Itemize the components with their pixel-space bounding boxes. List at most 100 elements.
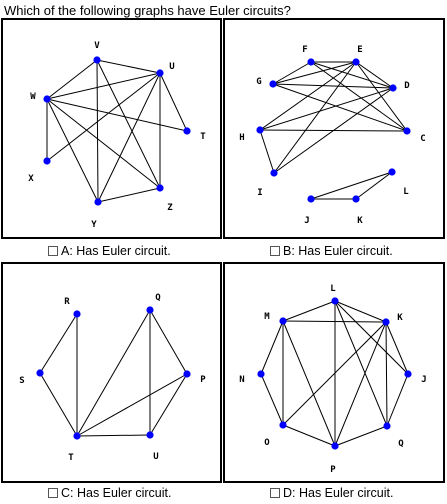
option-a-checkbox[interactable]: [48, 246, 58, 256]
vertex-R: [73, 310, 81, 318]
vertex-F: [307, 58, 315, 66]
vertex-label-H: H: [239, 133, 244, 143]
vertex-X: [43, 157, 51, 165]
vertex-label-P: P: [330, 465, 336, 475]
edge-U-W: [46, 72, 161, 100]
edge-E-D: [355, 61, 394, 89]
edge-M-K: [282, 320, 387, 323]
vertex-J: [307, 195, 315, 203]
vertex-P: [183, 370, 191, 378]
edge-K-Q: [385, 321, 388, 427]
vertex-U: [146, 431, 154, 439]
vertex-label-U: U: [153, 452, 158, 462]
edge-P-Q: [334, 425, 388, 447]
vertex-label-D: D: [404, 81, 410, 91]
edge-U-Y: [97, 72, 161, 203]
vertex-label-G: G: [256, 77, 261, 87]
option-b-checkbox[interactable]: [270, 246, 280, 256]
edge-F-G: [272, 61, 312, 85]
edge-U-T: [159, 72, 188, 132]
edge-U-P: [149, 373, 188, 436]
edge-Y-Z: [97, 187, 161, 203]
edge-G-C: [272, 83, 408, 132]
vertex-label-P: P: [200, 375, 206, 385]
edge-H-I: [259, 129, 275, 174]
vertex-label-Q: Q: [398, 439, 404, 449]
vertex-D: [389, 84, 397, 92]
option-a[interactable]: A: Has Euler circuit.: [48, 244, 171, 258]
vertex-O: [279, 421, 287, 429]
edge-U-X: [46, 72, 161, 162]
vertex-H: [256, 126, 264, 134]
question-text: Which of the following graphs have Euler…: [4, 3, 291, 18]
edge-E-G: [272, 61, 357, 85]
edge-F-D: [310, 61, 394, 89]
vertex-Q: [146, 306, 154, 314]
vertex-label-M: M: [264, 312, 270, 322]
edge-I-D: [273, 87, 394, 174]
option-c-checkbox[interactable]: [48, 488, 58, 498]
vertex-label-T: T: [68, 453, 74, 463]
edge-V-Z: [96, 59, 161, 189]
edge-T-P: [76, 373, 188, 437]
vertex-label-Y: Y: [91, 220, 97, 230]
edge-W-Y: [46, 98, 99, 203]
vertex-N: [257, 370, 265, 378]
vertex-M: [279, 317, 287, 325]
edge-J-Q: [386, 373, 409, 427]
vertex-label-K: K: [357, 216, 363, 226]
option-b[interactable]: B: Has Euler circuit.: [270, 244, 393, 258]
edge-E-I: [273, 61, 357, 174]
vertex-K: [382, 318, 390, 326]
vertex-label-F: F: [302, 45, 307, 55]
vertex-label-J: J: [421, 375, 426, 385]
option-c[interactable]: C: Has Euler circuit.: [48, 486, 171, 500]
edge-T-U: [76, 434, 151, 437]
vertex-T: [73, 432, 81, 440]
vertex-label-W: W: [30, 92, 36, 102]
edge-M-P: [282, 320, 336, 447]
edge-Q-P: [149, 309, 188, 375]
edge-L-K: [355, 171, 393, 200]
vertex-label-I: I: [257, 188, 262, 198]
option-d[interactable]: D: Has Euler circuit.: [270, 486, 393, 500]
vertex-K: [352, 195, 360, 203]
edge-K-J: [385, 321, 409, 375]
vertex-Q: [383, 422, 391, 430]
edge-K-P: [334, 321, 387, 447]
edge-Q-T: [76, 309, 151, 437]
option-d-label: D: Has Euler circuit.: [283, 486, 394, 500]
vertex-L: [388, 168, 396, 176]
vertex-label-J: J: [304, 216, 309, 226]
edge-H-D: [259, 87, 394, 131]
vertex-label-X: X: [28, 174, 34, 184]
edge-V-W: [46, 59, 98, 100]
vertex-label-Q: Q: [155, 293, 161, 303]
vertex-label-Z: Z: [167, 203, 173, 213]
edge-W-T: [46, 98, 188, 132]
option-d-checkbox[interactable]: [270, 488, 280, 498]
vertex-V: [93, 56, 101, 64]
edge-L-Q: [334, 300, 388, 427]
vertex-T: [183, 127, 191, 135]
vertex-E: [352, 58, 360, 66]
vertex-U: [156, 69, 164, 77]
vertex-Z: [156, 184, 164, 192]
vertex-label-L: L: [403, 187, 409, 197]
vertex-label-N: N: [239, 375, 244, 385]
edge-M-N: [260, 320, 284, 375]
edge-G-D: [272, 83, 394, 89]
vertex-I: [270, 169, 278, 177]
vertex-W: [43, 95, 51, 103]
vertex-label-K: K: [397, 313, 403, 323]
vertex-L: [331, 297, 339, 305]
vertex-label-O: O: [264, 438, 270, 448]
vertex-label-V: V: [94, 41, 100, 51]
